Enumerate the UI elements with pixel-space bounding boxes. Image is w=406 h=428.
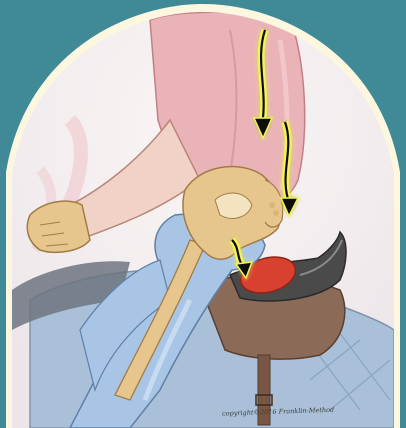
illustration-frame: copyright©2016 Franklin-Method (0, 0, 406, 428)
rider-pelvis-saddle-illustration (0, 0, 406, 428)
